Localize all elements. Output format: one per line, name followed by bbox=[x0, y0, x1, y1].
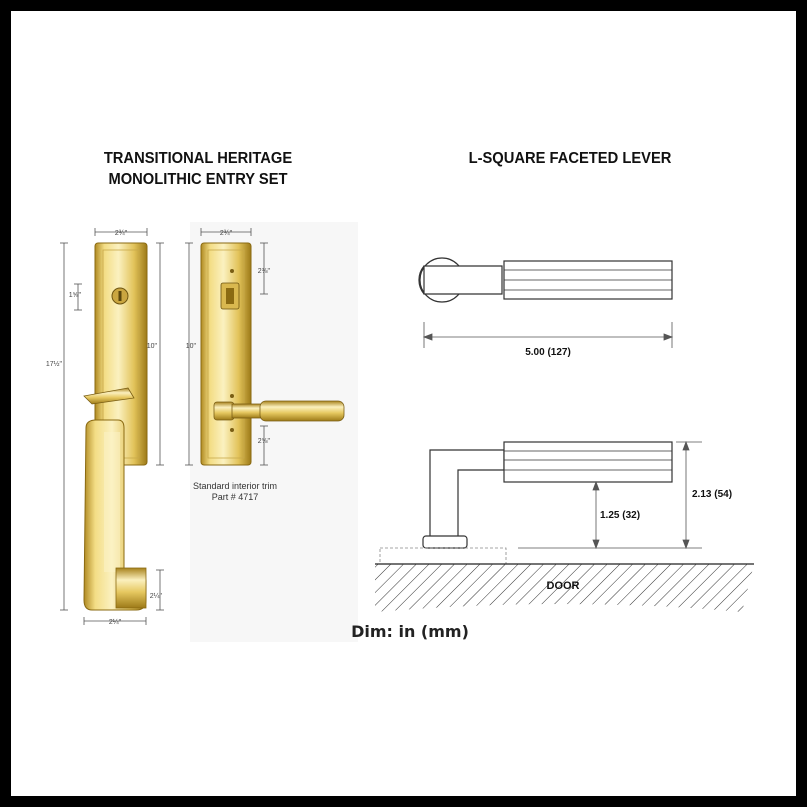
interior-lever bbox=[259, 400, 345, 422]
overall-height-label: 17½" bbox=[46, 360, 63, 368]
interior-plate bbox=[200, 242, 252, 466]
lever-arm-side bbox=[429, 449, 505, 539]
lever-length-label: 5.00 (127) bbox=[525, 347, 571, 358]
thumb-turn-slot bbox=[226, 288, 234, 304]
interior-plate-bevel bbox=[207, 249, 245, 459]
screw-top-icon bbox=[230, 269, 234, 273]
lever-length-dimension bbox=[422, 322, 674, 348]
interior-trim-caption: Standard interior trim Part # 4717 bbox=[180, 481, 290, 503]
trim-bottom-offset-label: 2⅝" bbox=[258, 438, 271, 445]
interior-trim-illustration bbox=[200, 242, 345, 466]
entry-set-title-line2: MONOLITHIC ENTRY SET bbox=[108, 171, 288, 188]
trim-top-offset-label: 2⅜" bbox=[258, 268, 271, 275]
cylinder-offset-label: 1⅝" bbox=[69, 292, 82, 299]
lever-neck bbox=[231, 403, 263, 419]
interior-trim-caption-line1: Standard interior trim bbox=[192, 481, 278, 491]
lever-projection-dimensions bbox=[518, 440, 702, 550]
upper-height-label: 10" bbox=[147, 343, 158, 350]
interior-trim-dimensions bbox=[185, 228, 268, 466]
lever-side-view bbox=[422, 441, 673, 549]
trim-width-label: 2¾" bbox=[220, 230, 233, 237]
entry-set-illustration bbox=[83, 242, 148, 611]
entry-set-title: TRANSITIONAL HERITAGE MONOLITHIC ENTRY S… bbox=[88, 148, 309, 190]
entry-width-bottom-label: 2¼" bbox=[109, 619, 122, 626]
grip-highlight bbox=[104, 432, 120, 572]
lever-handle-side bbox=[503, 441, 673, 483]
grip-bottom-square bbox=[115, 567, 147, 609]
screw-middle-icon bbox=[230, 394, 234, 398]
projection-low-label: 1.25 (32) bbox=[600, 510, 640, 521]
lever-top-view bbox=[418, 257, 673, 303]
lever-rose bbox=[213, 401, 235, 421]
dimension-units-caption: Dim: in (mm) bbox=[351, 622, 469, 641]
thumb-piece bbox=[83, 387, 135, 405]
entry-width-top-label: 2¾" bbox=[115, 230, 128, 237]
entry-set-dimensions bbox=[60, 228, 164, 625]
door-hatching bbox=[375, 564, 754, 612]
interior-trim-caption-line2: Part # 4717 bbox=[211, 492, 259, 502]
bottom-square-label: 2¼" bbox=[150, 593, 163, 600]
lever-base-rose bbox=[422, 535, 468, 549]
keyway-icon bbox=[118, 291, 122, 301]
screw-bottom-icon bbox=[230, 428, 234, 432]
door-label: DOOR bbox=[547, 580, 580, 592]
lever-title: L-SQUARE FACETED LEVER bbox=[468, 150, 672, 167]
projection-high-label: 2.13 (54) bbox=[692, 489, 732, 500]
trim-height-label: 10" bbox=[186, 343, 197, 350]
lever-shank-top bbox=[423, 265, 503, 295]
mounting-outline bbox=[379, 547, 507, 565]
entry-set-title-line1: TRANSITIONAL HERITAGE bbox=[103, 150, 293, 167]
